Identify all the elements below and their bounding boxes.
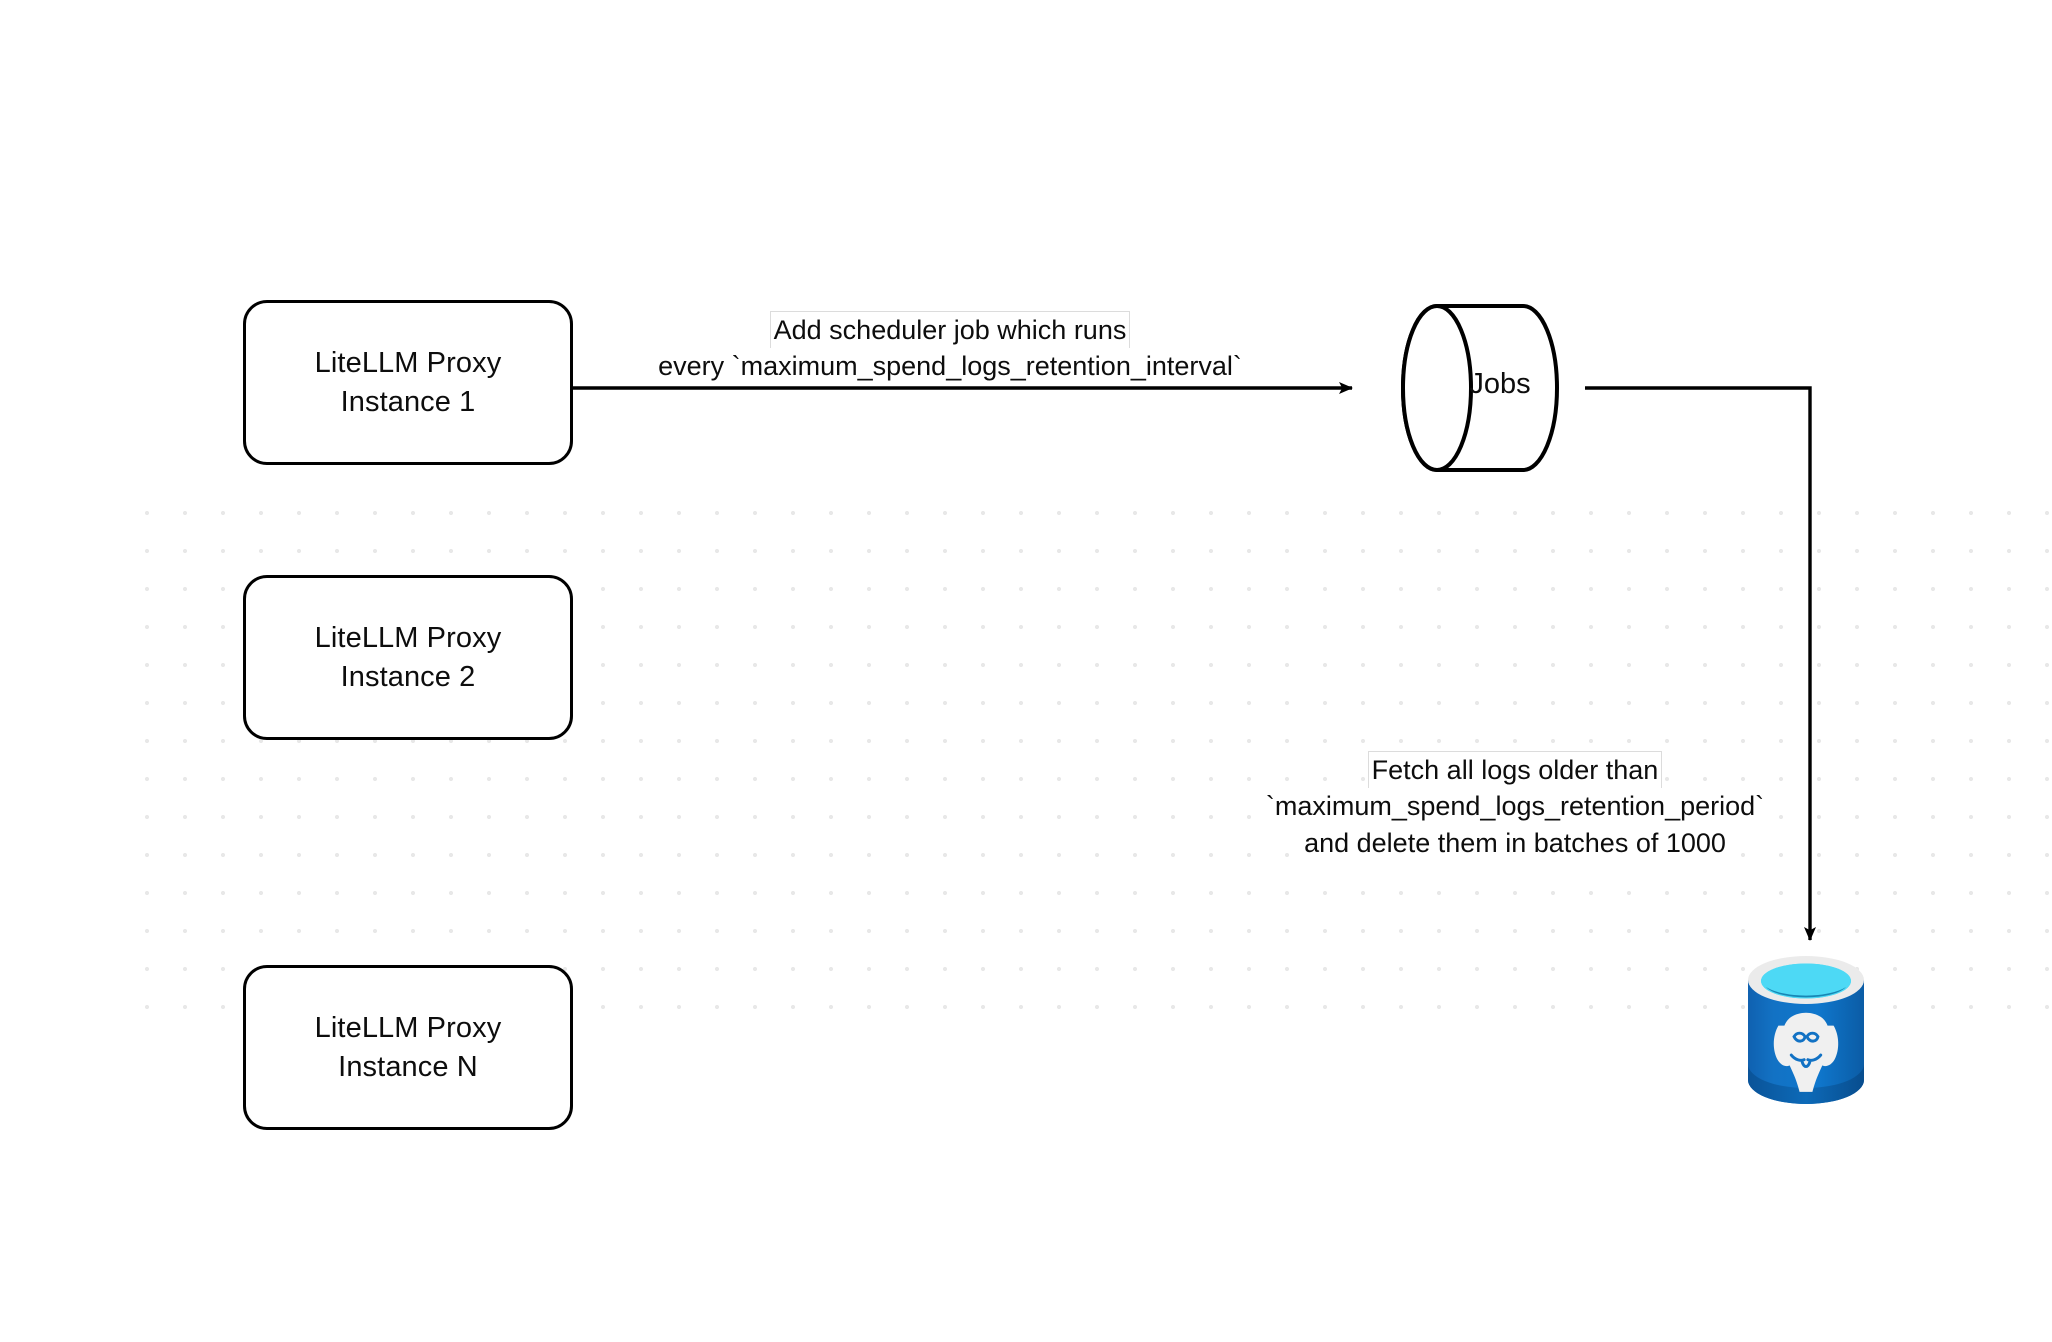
node-litellm-proxy-instance-1[interactable]: LiteLLM Proxy Instance 1 bbox=[243, 300, 573, 465]
edge-label-line-2: every `maximum_spend_logs_retention_inte… bbox=[655, 348, 1245, 385]
node-litellm-proxy-instance-2[interactable]: LiteLLM Proxy Instance 2 bbox=[243, 575, 573, 740]
postgresql-database-icon bbox=[1748, 956, 1864, 1104]
edge-label-line-1: Fetch all logs older than bbox=[1367, 750, 1663, 790]
node-litellm-proxy-instance-n[interactable]: LiteLLM Proxy Instance N bbox=[243, 965, 573, 1130]
edge-label-line-selected: Fetch all logs older than bbox=[1230, 750, 1800, 790]
edge-label-line-2: `maximum_spend_logs_retention_period` bbox=[1262, 788, 1768, 825]
edge-label-scheduler-job[interactable]: Add scheduler job which runs every `maxi… bbox=[590, 310, 1310, 385]
node-label-line-2: Instance 1 bbox=[340, 385, 476, 418]
edge-label-line-3: and delete them in batches of 1000 bbox=[1301, 824, 1729, 862]
edge-label-retention-fetch-delete[interactable]: Fetch all logs older than `maximum_spend… bbox=[1230, 750, 1800, 862]
edge-label-line-1: Add scheduler job which runs bbox=[769, 310, 1131, 350]
edge-label-line-3-wrap: and delete them in batches of 1000 bbox=[1230, 824, 1800, 862]
edge-label-line-selected: Add scheduler job which runs bbox=[590, 310, 1310, 350]
node-label-line-1: LiteLLM Proxy bbox=[314, 347, 502, 380]
node-jobs-label[interactable]: Jobs bbox=[1469, 368, 1531, 400]
node-label-line-1: LiteLLM Proxy bbox=[314, 1012, 502, 1045]
jobs-cylinder-shape bbox=[1401, 304, 1559, 472]
node-label-line-2: Instance 2 bbox=[340, 660, 476, 693]
node-label-line-1: LiteLLM Proxy bbox=[314, 622, 502, 655]
edge-jobs-to-postgres bbox=[1585, 386, 1816, 941]
node-label-line-2: Instance N bbox=[338, 1050, 478, 1083]
edge-label-line-2-wrap: `maximum_spend_logs_retention_period` bbox=[1230, 788, 1800, 825]
edge-label-line-2-wrap: every `maximum_spend_logs_retention_inte… bbox=[590, 348, 1310, 385]
